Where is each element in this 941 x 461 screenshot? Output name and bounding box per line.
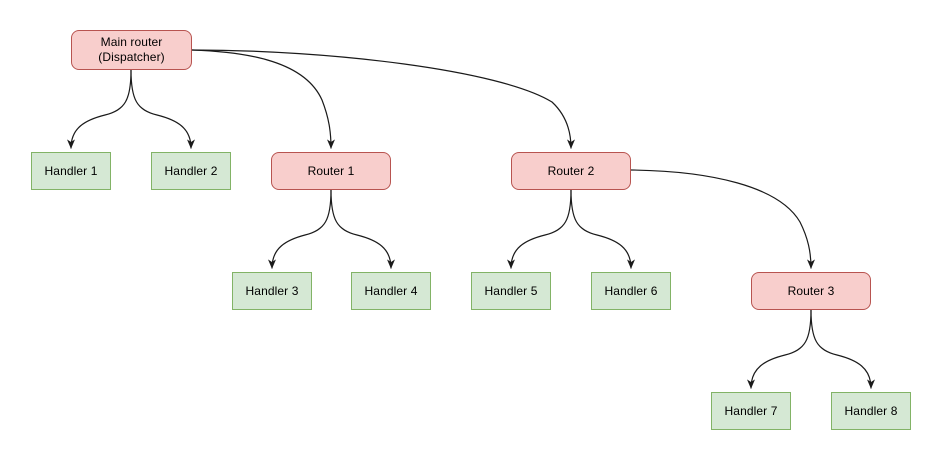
node-router-1[interactable]: Router 1 <box>271 152 391 190</box>
node-handler-7-label: Handler 7 <box>724 403 778 418</box>
edge-main-router-to-router-1 <box>191 49 335 149</box>
node-handler-6-label: Handler 6 <box>604 283 658 298</box>
node-handler-5[interactable]: Handler 5 <box>471 272 551 310</box>
edge-router-2-to-handler-5 <box>507 189 572 269</box>
node-handler-5-label: Handler 5 <box>484 283 538 298</box>
node-router-2[interactable]: Router 2 <box>511 152 631 190</box>
node-main-router-label: Main router (Dispatcher) <box>98 35 165 64</box>
node-router-3[interactable]: Router 3 <box>751 272 871 310</box>
edge-router-2-to-handler-6 <box>570 189 635 269</box>
node-handler-8-label: Handler 8 <box>844 403 898 418</box>
edge-router-1-to-handler-3 <box>268 189 332 269</box>
node-handler-2-label: Handler 2 <box>164 163 218 178</box>
node-main-router[interactable]: Main router (Dispatcher) <box>71 30 192 70</box>
node-handler-2[interactable]: Handler 2 <box>151 152 231 190</box>
node-handler-7[interactable]: Handler 7 <box>711 392 791 430</box>
node-handler-3-label: Handler 3 <box>245 283 299 298</box>
node-handler-1[interactable]: Handler 1 <box>31 152 111 190</box>
edge-router-3-to-handler-8 <box>810 309 875 389</box>
node-router-3-label: Router 3 <box>787 283 835 298</box>
node-router-1-label: Router 1 <box>307 163 355 178</box>
edge-main-router-to-handler-2 <box>130 69 195 149</box>
edge-main-router-to-router-2 <box>191 49 575 149</box>
node-handler-8[interactable]: Handler 8 <box>831 392 911 430</box>
edge-router-1-to-handler-4 <box>330 189 395 269</box>
node-handler-3[interactable]: Handler 3 <box>232 272 312 310</box>
edge-router-2-to-router-3 <box>630 169 815 269</box>
node-router-2-label: Router 2 <box>547 163 595 178</box>
node-handler-6[interactable]: Handler 6 <box>591 272 671 310</box>
edge-router-3-to-handler-7 <box>747 309 812 389</box>
node-handler-1-label: Handler 1 <box>44 163 98 178</box>
node-handler-4-label: Handler 4 <box>364 283 418 298</box>
node-handler-4[interactable]: Handler 4 <box>351 272 431 310</box>
edge-main-router-to-handler-1 <box>67 69 132 149</box>
